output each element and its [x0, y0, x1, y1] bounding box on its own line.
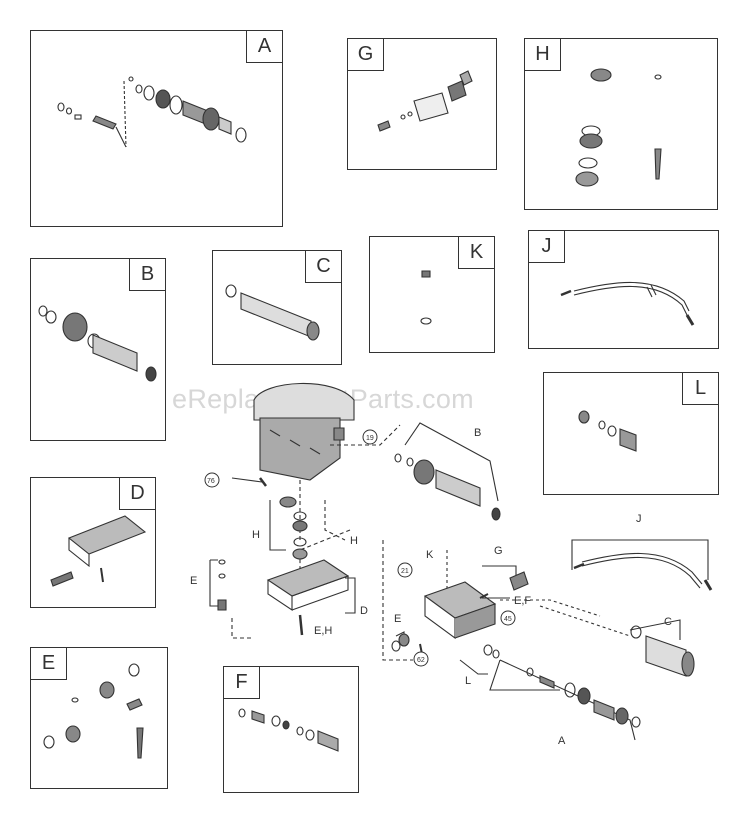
- kit-panel-d: D: [30, 477, 156, 608]
- callout-g: G: [494, 545, 503, 557]
- part-number-21: 21: [401, 568, 409, 575]
- kit-e-parts-illustration: [43, 663, 144, 759]
- kit-panel-c: C: [212, 250, 342, 365]
- panel-label-d: D: [119, 478, 155, 510]
- kit-panel-k: K: [369, 236, 495, 353]
- watermark: eReplacementParts.com: [172, 384, 474, 414]
- panel-label-a: A: [246, 31, 282, 63]
- kit-panel-b: B: [30, 258, 166, 441]
- panel-label-f: F: [224, 667, 260, 699]
- callout-e-f: E,F: [514, 595, 531, 607]
- kit-panel-g: G: [347, 38, 497, 170]
- callout-l: L: [465, 675, 471, 687]
- kit-d-parts-illustration: [50, 515, 147, 587]
- kit-panel-a: A: [30, 30, 283, 227]
- callout-a: A: [558, 735, 566, 747]
- panel-label-c: C: [305, 251, 341, 283]
- kit-c-parts-illustration: [225, 284, 320, 341]
- part-number-45: 45: [504, 616, 512, 623]
- panel-label-g: G: [348, 39, 384, 71]
- callout-c: C: [664, 616, 672, 628]
- part-number-62: 62: [417, 657, 425, 664]
- part-number-19: 19: [366, 435, 374, 442]
- panel-label-e: E: [31, 648, 67, 680]
- kit-j-parts-illustration: [560, 281, 695, 326]
- callout-e: E: [190, 575, 197, 587]
- kit-g-parts-illustration: [377, 70, 473, 132]
- callout-e-body: E: [394, 613, 401, 625]
- kit-a-parts-illustration: [57, 76, 247, 148]
- kit-b-parts-illustration: [38, 305, 157, 382]
- kit-panel-j: J: [528, 230, 719, 349]
- kit-panel-e: E: [30, 647, 168, 789]
- kit-l-parts-illustration: [578, 410, 637, 452]
- callout-j: J: [636, 513, 642, 525]
- panel-label-l: L: [682, 373, 718, 405]
- callout-h-right: H: [350, 535, 358, 547]
- panel-label-j: J: [529, 231, 565, 263]
- kit-f-parts-illustration: [238, 708, 339, 752]
- panel-label-h: H: [525, 39, 561, 71]
- panel-label-k: K: [458, 237, 494, 269]
- panel-label-b: B: [129, 259, 165, 291]
- callout-e-h: E,H: [314, 625, 332, 637]
- kit-panel-h: H: [524, 38, 718, 210]
- kit-k-parts-illustration: [420, 270, 432, 325]
- kit-panel-l: L: [543, 372, 719, 495]
- callout-b: B: [474, 427, 481, 439]
- callout-h: H: [252, 529, 260, 541]
- kit-h-parts-illustration: [575, 68, 662, 187]
- kit-panel-f: F: [223, 666, 359, 793]
- part-number-76: 76: [207, 478, 215, 485]
- callout-d: D: [360, 605, 368, 617]
- callout-k: K: [426, 549, 434, 561]
